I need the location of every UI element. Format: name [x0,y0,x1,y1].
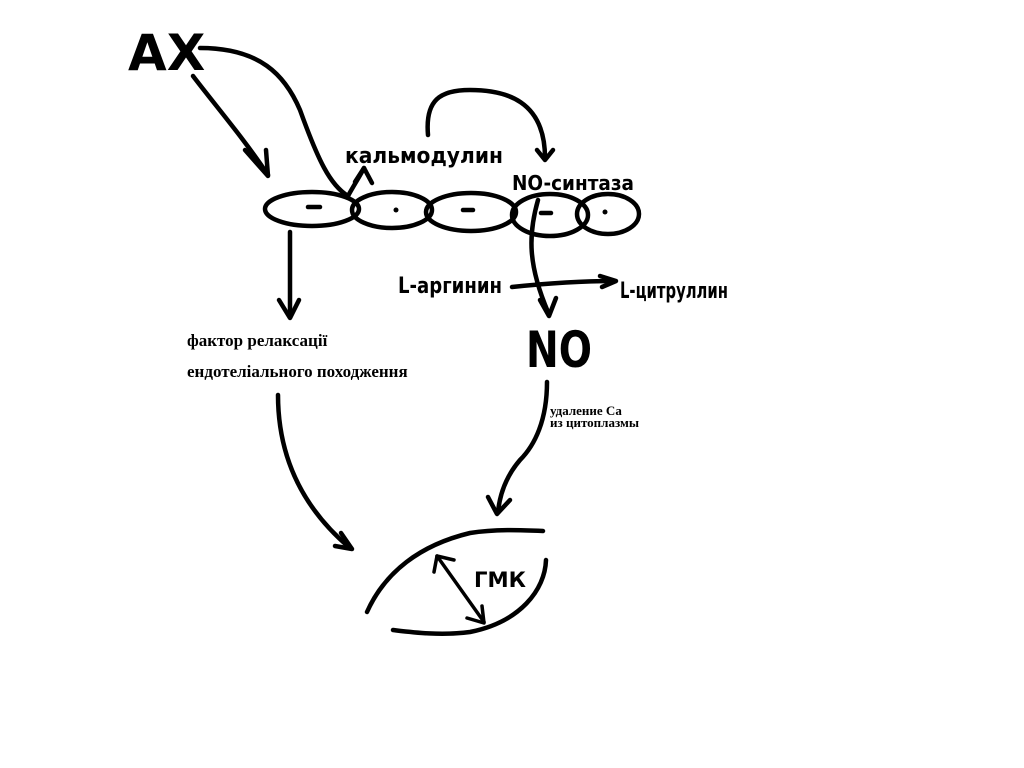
smooth-muscle-cell [364,527,549,636]
smc-double-arrow [435,554,486,624]
endothelial-cell-4 [509,191,591,239]
cell-5-nucleus [602,209,608,215]
l-citrulline-label: L-цитруллин [620,279,728,304]
relax-factor-line-2: ендотеліального походження [187,362,408,381]
endothelial-cell-2 [349,189,435,231]
no-to-smc-arrowhead [485,494,513,517]
ach-to-cell-arrowhead [242,147,271,179]
arginine-to-citrulline-arrow [509,278,617,290]
calmodulin-to-synthase-arrow [425,87,548,161]
no-label: NO [526,321,592,379]
arginine-to-citrulline-arrowhead [597,273,619,290]
endothelial-cell-1 [262,189,362,229]
l-arginine-label: L-аргинин [398,274,502,299]
endothelial-cell-3 [423,190,519,234]
relax-factor-to-smc-arrow [275,392,353,551]
ach-label: АХ [128,24,205,82]
smc-label: ГМК [474,568,526,592]
synthase-to-no-arrowhead [537,295,559,319]
ca-removal-line-2: из цитоплазмы [550,415,639,430]
smc-double-arrow-head-bottom [465,604,486,625]
calmodulin-label: кальмодулин [345,144,503,169]
ca-removal-line-1: удаление Ca [550,403,622,418]
cell-to-relax-factor-arrowhead [276,297,302,321]
no-synthase-label: NO-синтаза [512,171,634,195]
ach-to-calmodulin-arrowhead [352,165,375,186]
no-to-smc-arrow [495,379,550,515]
relax-factor-to-smc-arrowhead [332,530,355,552]
synthase-to-no-arrow [529,197,551,315]
smc-outline-bottom [390,557,549,636]
ach-to-cell-arrow [190,73,271,178]
endothelial-cells [262,189,642,239]
ach-to-calmodulin-arrow [197,45,367,199]
calmodulin-to-synthase-arrowhead [534,147,556,163]
relax-factor-line-1: фактор релаксації [187,331,328,350]
smc-outline-top [364,527,546,615]
endothelial-cell-5 [574,191,642,237]
cell-2-nucleus [393,207,399,213]
smc-double-arrow-head-top [432,554,456,574]
